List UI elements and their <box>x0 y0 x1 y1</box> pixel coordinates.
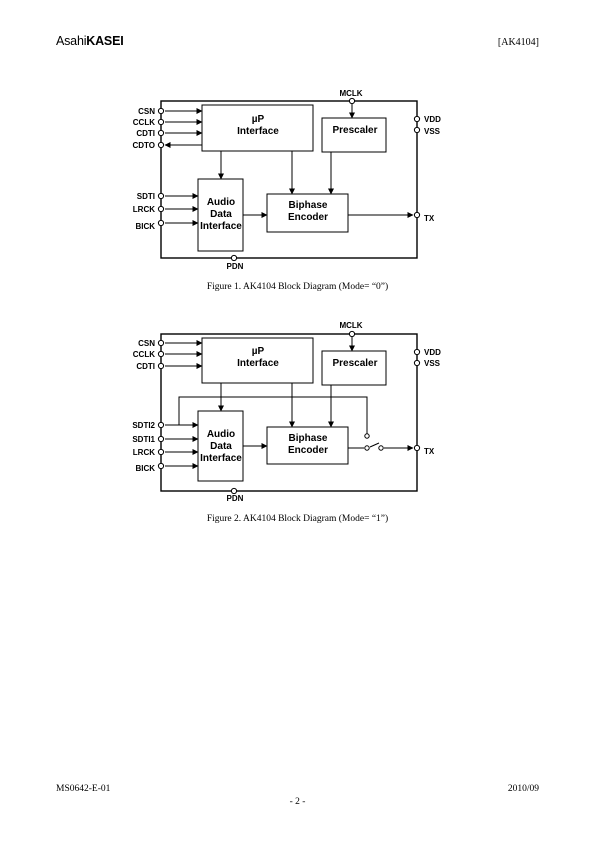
cclk-pin <box>157 118 165 126</box>
up-label-1: µP <box>252 114 265 125</box>
switch-contact-bypass <box>364 433 370 439</box>
adi-label-1: Audio <box>207 197 235 208</box>
pdn-pin <box>230 487 238 495</box>
cdto-pin <box>157 141 165 149</box>
lrck-pin <box>157 448 165 456</box>
sdti2-pin <box>157 421 165 429</box>
tx-label: TX <box>424 447 435 456</box>
figure1-caption: Figure 1. AK4104 Block Diagram (Mode= “0… <box>206 282 389 292</box>
sdti-label: SDTI <box>137 192 155 201</box>
vss-pin <box>413 359 421 367</box>
vdd-label: VDD <box>424 115 441 124</box>
figure2-caption: Figure 2. AK4104 Block Diagram (Mode= “1… <box>206 514 389 524</box>
mclk-label: MCLK <box>339 321 362 330</box>
csn-label: CSN <box>138 339 155 348</box>
biphase-label-2: Encoder <box>288 212 328 223</box>
biphase-label-2: Encoder <box>288 445 328 456</box>
tx-pin <box>413 444 421 452</box>
up-label-2: Interface <box>237 126 279 137</box>
csn-label: CSN <box>138 107 155 116</box>
switch-blade <box>369 442 380 448</box>
up-interface-block <box>201 104 314 152</box>
up-label-2: Interface <box>237 358 279 369</box>
mclk-label: MCLK <box>339 89 362 98</box>
up-label-1: µP <box>252 346 265 357</box>
company-logo: AsahiKASEI <box>56 34 124 48</box>
switch-contact-out <box>378 445 384 451</box>
vdd-pin <box>413 115 421 123</box>
pdn-label: PDN <box>227 494 244 503</box>
adi-label-1: Audio <box>207 429 235 440</box>
page-number: - 2 - <box>289 797 306 807</box>
cclk-pin <box>157 350 165 358</box>
lrck-label: LRCK <box>133 205 155 214</box>
lrck-label: LRCK <box>133 448 155 457</box>
vss-label: VSS <box>424 127 441 136</box>
adi-label-2: Data <box>210 441 232 452</box>
switch-contact-encoder <box>364 445 370 451</box>
logo-light-text: Asahi <box>56 34 87 48</box>
sdti1-pin <box>157 435 165 443</box>
vdd-pin <box>413 348 421 356</box>
pdn-pin <box>230 254 238 262</box>
vss-pin <box>413 126 421 134</box>
cclk-label: CCLK <box>133 350 155 359</box>
csn-pin <box>157 107 165 115</box>
up-interface-block <box>201 337 314 384</box>
chip-outline <box>160 333 418 492</box>
prescaler-label: Prescaler <box>332 358 377 369</box>
tx-pin <box>413 211 421 219</box>
sdti1-label: SDTI1 <box>132 435 155 444</box>
figure2-diagram: CSN CCLK CDTI SDTI2 SDTI1 LRCK BICK MCLK… <box>132 321 441 503</box>
adi-label-3: Interface <box>200 221 242 232</box>
bick-label: BICK <box>135 222 155 231</box>
sdti-pin <box>157 192 165 200</box>
mclk-pin <box>348 97 356 105</box>
chip-outline <box>160 100 418 259</box>
biphase-label-1: Biphase <box>289 433 328 444</box>
bick-pin <box>157 462 165 470</box>
document-id: [AK4104] <box>497 37 539 48</box>
mclk-pin <box>348 330 356 338</box>
vdd-label: VDD <box>424 348 441 357</box>
adi-label-2: Data <box>210 209 232 220</box>
adi-label-3: Interface <box>200 453 242 464</box>
logo-bold-text: KASEI <box>86 34 124 48</box>
prescaler-label: Prescaler <box>332 125 377 136</box>
bick-pin <box>157 219 165 227</box>
cdti-label: CDTI <box>136 129 155 138</box>
figure1-diagram: CSN CCLK CDTI CDTO SDTI LRCK BICK MCLK V… <box>132 89 441 271</box>
vss-label: VSS <box>424 359 441 368</box>
cclk-label: CCLK <box>133 118 155 127</box>
lrck-pin <box>157 205 165 213</box>
cdti-pin <box>157 362 165 370</box>
cdti-label: CDTI <box>136 362 155 371</box>
bick-label: BICK <box>135 464 155 473</box>
csn-pin <box>157 339 165 347</box>
tx-label: TX <box>424 214 435 223</box>
bypass-line <box>178 396 368 434</box>
biphase-label-1: Biphase <box>289 200 328 211</box>
sdti2-label: SDTI2 <box>132 421 155 430</box>
cdto-label: CDTO <box>132 141 155 150</box>
pdn-label: PDN <box>227 262 244 271</box>
document-number: MS0642-E-01 <box>56 784 111 794</box>
cdti-pin <box>157 129 165 137</box>
document-date: 2010/09 <box>507 784 539 794</box>
